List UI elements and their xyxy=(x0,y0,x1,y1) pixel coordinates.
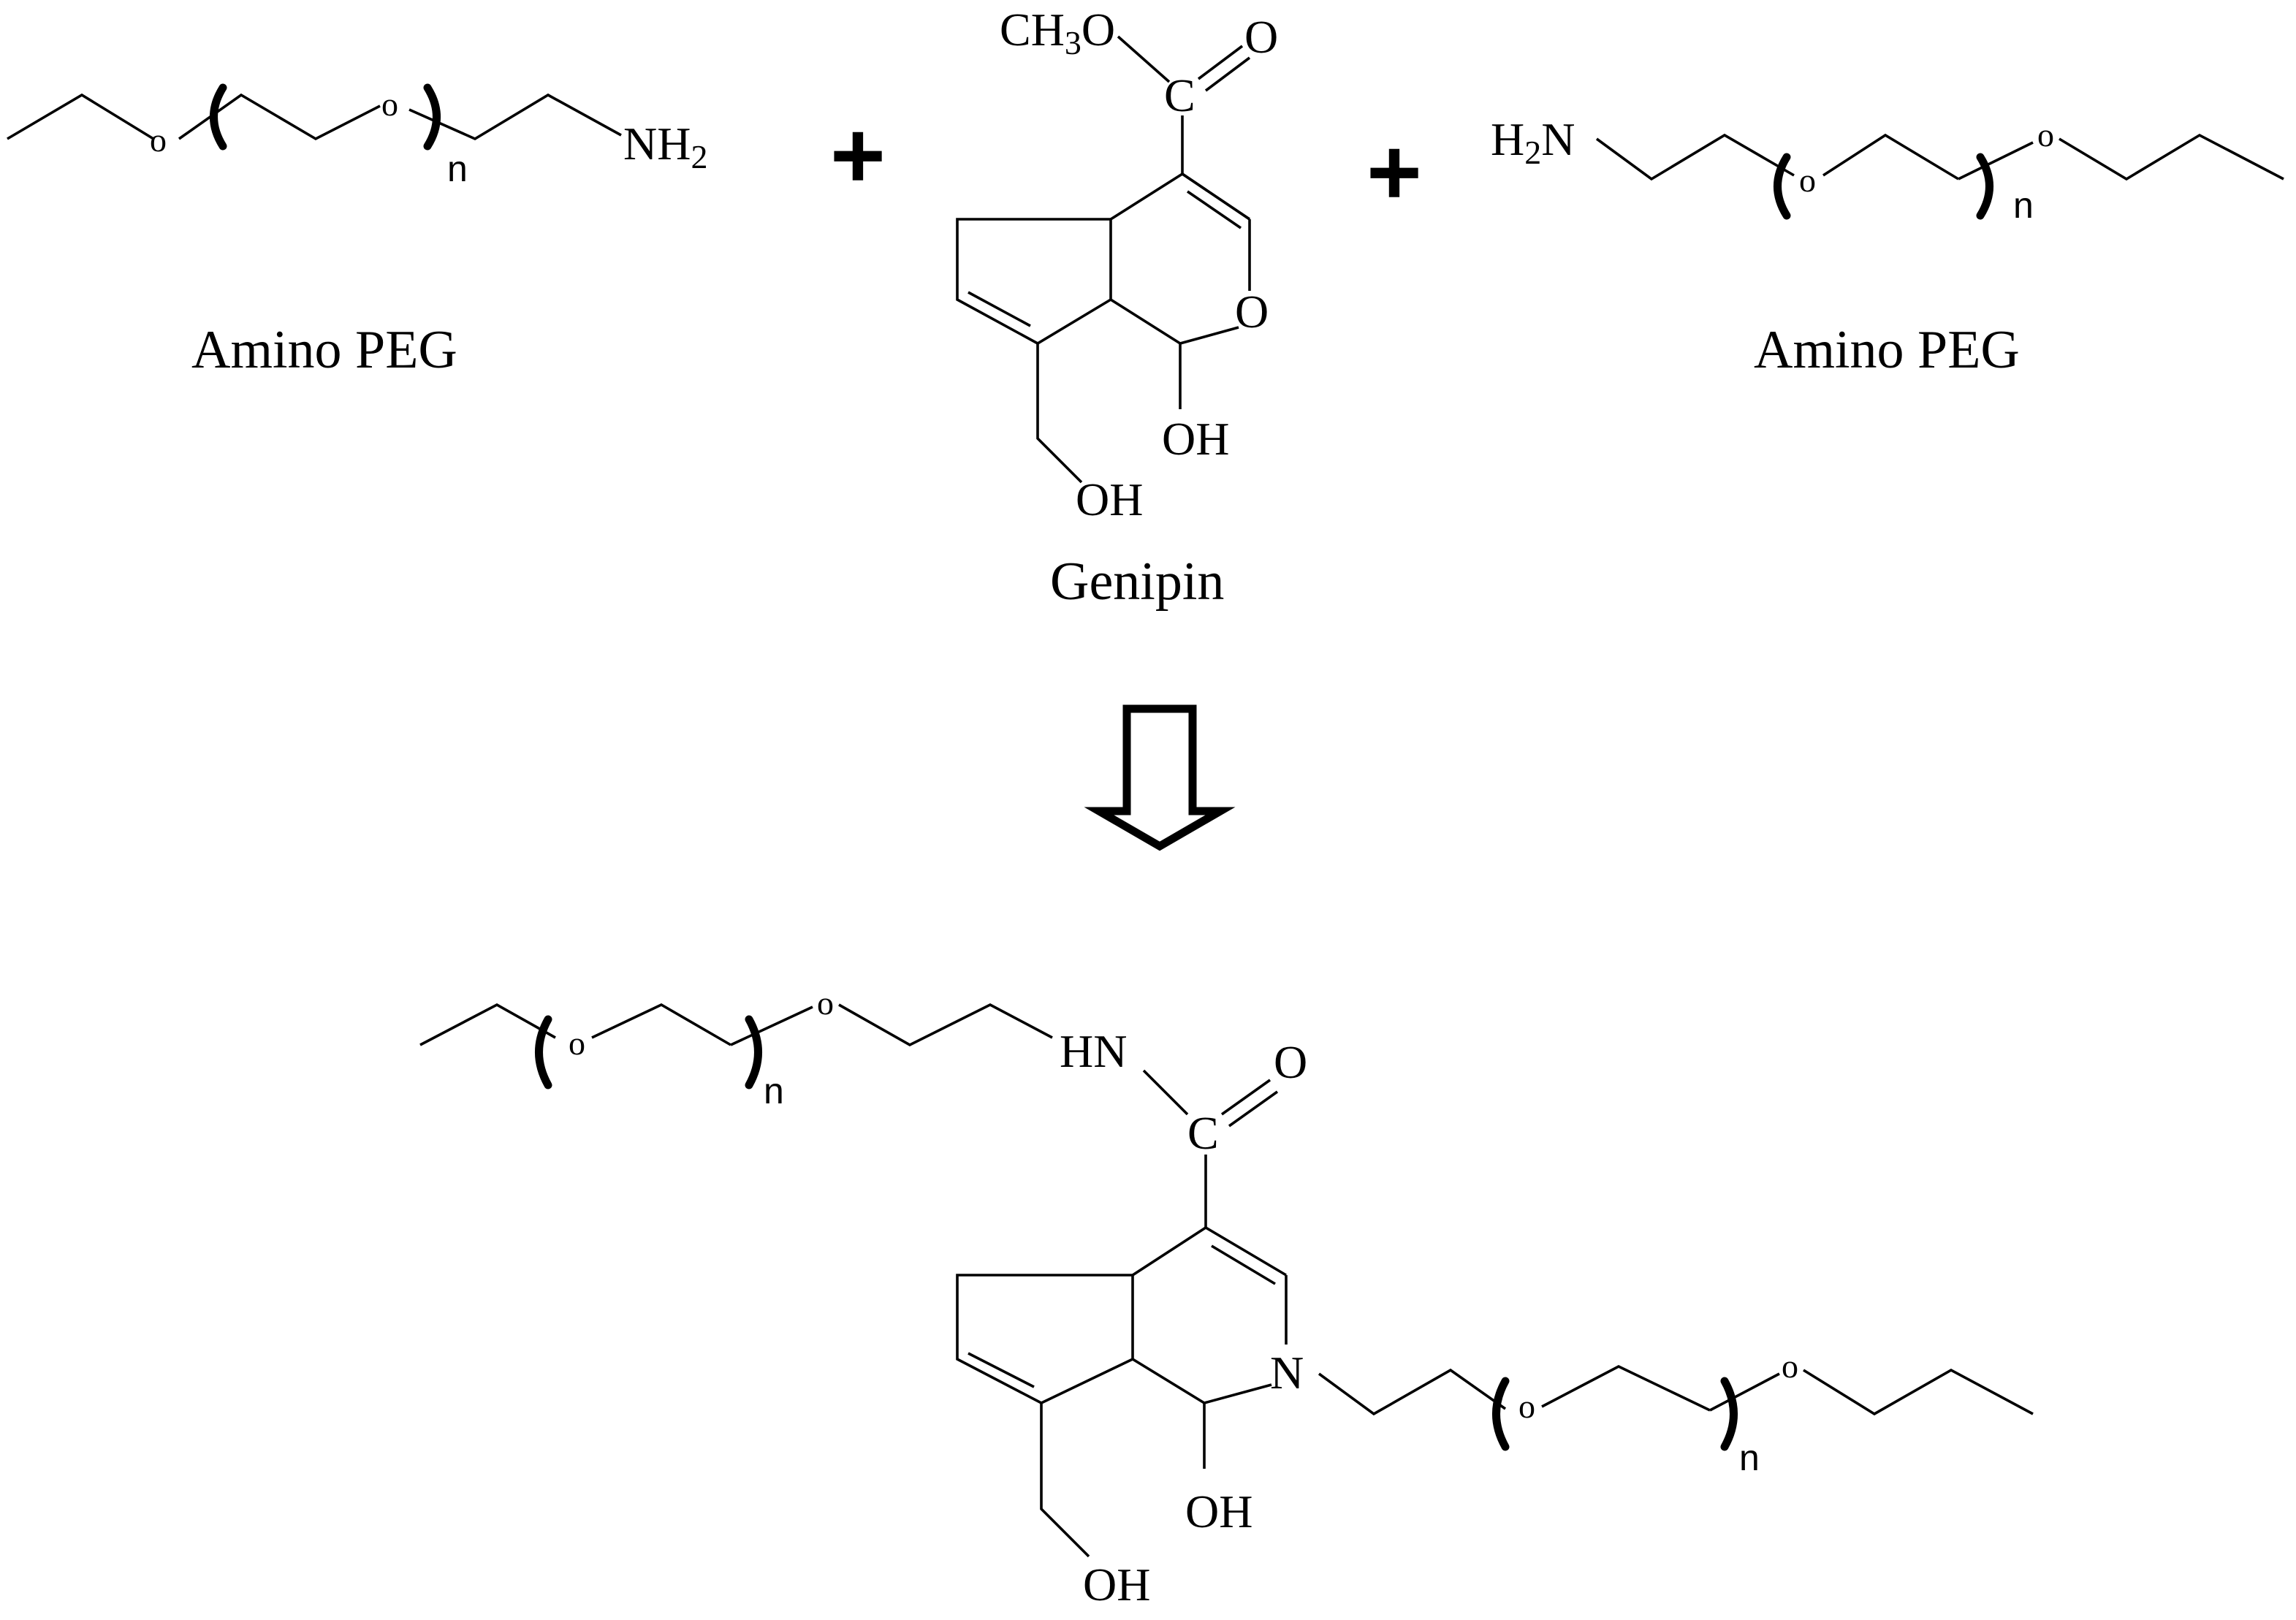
genipin-ring-double-bond-inner xyxy=(1186,190,1242,229)
product-n-repeat-index: n xyxy=(1739,1437,1760,1478)
product-n-o-bond xyxy=(1709,1372,1780,1412)
amino-peg-left-chain-start xyxy=(7,93,154,140)
product-pyridine-ring xyxy=(1131,1225,1287,1404)
product-hn-c-bond xyxy=(1142,1069,1189,1116)
amino-peg-right-h2n-group: H2N xyxy=(1491,113,1575,171)
product-hydroxymethyl-bond xyxy=(1040,1403,1090,1558)
product-structure: o n o HN C O N OH OH o n o xyxy=(419,984,2034,1611)
genipin-hydroxymethyl-bond xyxy=(1036,343,1083,484)
amino-peg-left-chain-end xyxy=(408,93,622,141)
product-top-repeat-index: n xyxy=(764,1071,784,1111)
product-ring-double-bond-inner xyxy=(1211,1244,1276,1285)
amino-peg-right-structure: H2N o n o xyxy=(1491,113,2284,226)
product-cyclopentene-ring xyxy=(956,1274,1133,1405)
product-top-oxygen-2: o xyxy=(817,984,834,1022)
product-top-o-bond xyxy=(730,1005,813,1046)
amino-peg-right-repeat-unit xyxy=(1822,133,1959,180)
product-n-repeat-unit xyxy=(1541,1364,1711,1412)
product-carbonyl-double-bond-a xyxy=(1220,1079,1271,1116)
amino-peg-right-o-bond xyxy=(1958,141,2034,180)
product-top-close-bracket xyxy=(745,1015,762,1089)
genipin-ch3o-group: CH3O xyxy=(1000,4,1115,61)
genipin-structure: CH3O C O O OH OH xyxy=(956,4,1278,525)
product-cyclopentene-double-bond xyxy=(968,1352,1035,1388)
amino-peg-left-close-bracket xyxy=(423,83,441,151)
product-top-repeat-unit xyxy=(591,1003,731,1046)
product-n-chain-end xyxy=(1803,1368,2034,1416)
product-carbonyl-oxygen: O xyxy=(1274,1036,1307,1088)
product-amide-carbon: C xyxy=(1187,1107,1219,1159)
amino-peg-right-oxygen-1: o xyxy=(1799,161,1816,199)
product-top-chain-start xyxy=(419,1003,556,1046)
amino-peg-right-oxygen-2: o xyxy=(2037,116,2054,153)
product-hydroxyl-1: OH xyxy=(1185,1486,1252,1537)
genipin-carbonyl-double-bond-b xyxy=(1204,56,1251,92)
product-ring-nitrogen: N xyxy=(1270,1347,1304,1399)
amino-peg-right-open-bracket xyxy=(1774,153,1791,220)
genipin-label: Genipin xyxy=(1050,552,1224,612)
genipin-cyclopentene-ring xyxy=(956,218,1111,346)
plus-sign-1: + xyxy=(830,102,886,208)
amino-peg-right-label: Amino PEG xyxy=(1754,320,2020,380)
genipin-cyclopentene-double-bond xyxy=(968,291,1031,327)
amino-peg-left-structure: o o n NH2 xyxy=(7,83,707,189)
product-n-open-bracket xyxy=(1492,1377,1510,1451)
product-n-chain-start xyxy=(1318,1368,1507,1416)
amino-peg-left-label: Amino PEG xyxy=(191,320,457,380)
reaction-arrow xyxy=(1084,704,1236,851)
amino-peg-right-close-bracket xyxy=(1976,153,1993,220)
amino-peg-right-chain-start xyxy=(1595,133,1795,181)
product-hn-group: HN xyxy=(1060,1025,1127,1077)
product-n-oxygen-1: o xyxy=(1518,1388,1535,1425)
product-hydroxyl-2: OH xyxy=(1083,1559,1150,1611)
genipin-carbonyl-double-bond-a xyxy=(1197,45,1244,80)
amino-peg-right-chain-end xyxy=(2059,133,2284,181)
plus-sign-2: + xyxy=(1366,118,1422,225)
product-n-close-bracket xyxy=(1720,1377,1738,1451)
amino-peg-left-repeat-unit xyxy=(178,93,381,141)
amino-peg-right-repeat-index: n xyxy=(2013,185,2034,226)
genipin-ring-double-bond-outer xyxy=(1181,172,1251,221)
genipin-ring-oxygen: O xyxy=(1235,286,1269,338)
amino-peg-left-oxygen-1: o xyxy=(150,121,167,159)
genipin-ester-carbon: C xyxy=(1164,69,1195,121)
amino-peg-left-oxygen-2: o xyxy=(381,85,398,123)
amino-peg-left-nh-group: NH2 xyxy=(623,118,707,175)
genipin-hydroxyl-2: OH xyxy=(1076,474,1143,525)
product-top-chain-end xyxy=(838,1003,1053,1047)
genipin-ester-o-c-bond xyxy=(1117,35,1171,83)
amino-peg-left-open-bracket xyxy=(210,83,227,151)
product-carbonyl-double-bond-b xyxy=(1228,1090,1279,1127)
product-ring-n-c-bond xyxy=(1204,1383,1272,1404)
product-n-oxygen-2: o xyxy=(1782,1347,1798,1385)
genipin-pyran-ring xyxy=(1109,172,1251,345)
product-top-oxygen-1: o xyxy=(569,1024,585,1062)
genipin-ring-o-c-bond xyxy=(1179,326,1239,345)
genipin-carbonyl-oxygen: O xyxy=(1244,11,1278,63)
genipin-hydroxyl-1: OH xyxy=(1162,413,1229,465)
amino-peg-left-repeat-index: n xyxy=(447,148,468,189)
product-top-open-bracket xyxy=(535,1015,552,1089)
